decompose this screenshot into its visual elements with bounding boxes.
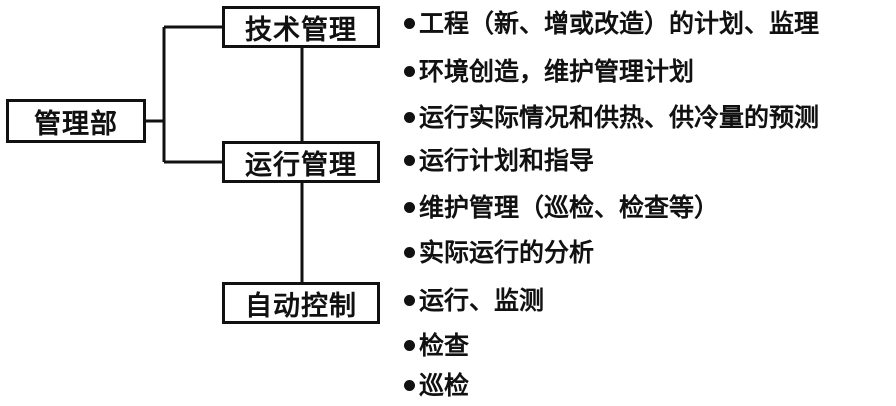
list-item: 运行实际情况和供热、供冷量的预测 bbox=[404, 98, 819, 138]
bullet-icon bbox=[404, 201, 415, 213]
root-label: 管理部 bbox=[34, 108, 118, 140]
item-text: 检查 bbox=[419, 331, 470, 360]
list-item: 实际运行的分析 bbox=[404, 233, 594, 273]
auto-control-box: 自动控制 bbox=[222, 282, 380, 324]
bullet-icon bbox=[404, 246, 415, 258]
bullet-icon bbox=[404, 65, 415, 77]
tech-management-label: 技术管理 bbox=[245, 14, 357, 46]
item-text: 维护管理（巡检、检查等） bbox=[419, 193, 720, 222]
item-text: 巡检 bbox=[419, 371, 470, 400]
operation-management-label: 运行管理 bbox=[245, 149, 357, 181]
bullet-icon bbox=[404, 17, 415, 29]
list-item: 检查 bbox=[404, 326, 469, 366]
auto-control-label: 自动控制 bbox=[245, 290, 357, 322]
list-item: 维护管理（巡检、检查等） bbox=[404, 188, 719, 228]
bullet-icon bbox=[404, 379, 415, 391]
item-text: 环境创造，维护管理计划 bbox=[419, 57, 695, 86]
list-item: 运行计划和指导 bbox=[404, 141, 594, 181]
operation-management-box: 运行管理 bbox=[222, 141, 380, 183]
bullet-icon bbox=[404, 294, 415, 306]
list-item: 巡检 bbox=[404, 366, 469, 406]
item-text: 运行计划和指导 bbox=[419, 146, 595, 175]
item-text: 运行、监测 bbox=[419, 286, 545, 315]
list-item: 工程（新、增或改造）的计划、监理 bbox=[404, 4, 819, 44]
bullet-icon bbox=[404, 111, 415, 123]
root-box: 管理部 bbox=[6, 99, 146, 143]
bullet-icon bbox=[404, 154, 415, 166]
list-item: 运行、监测 bbox=[404, 281, 544, 321]
list-item: 环境创造，维护管理计划 bbox=[404, 52, 694, 92]
bullet-icon bbox=[404, 339, 415, 351]
tech-management-box: 技术管理 bbox=[222, 6, 380, 48]
item-text: 实际运行的分析 bbox=[419, 238, 595, 267]
item-text: 工程（新、增或改造）的计划、监理 bbox=[419, 9, 820, 38]
item-text: 运行实际情况和供热、供冷量的预测 bbox=[419, 103, 820, 132]
